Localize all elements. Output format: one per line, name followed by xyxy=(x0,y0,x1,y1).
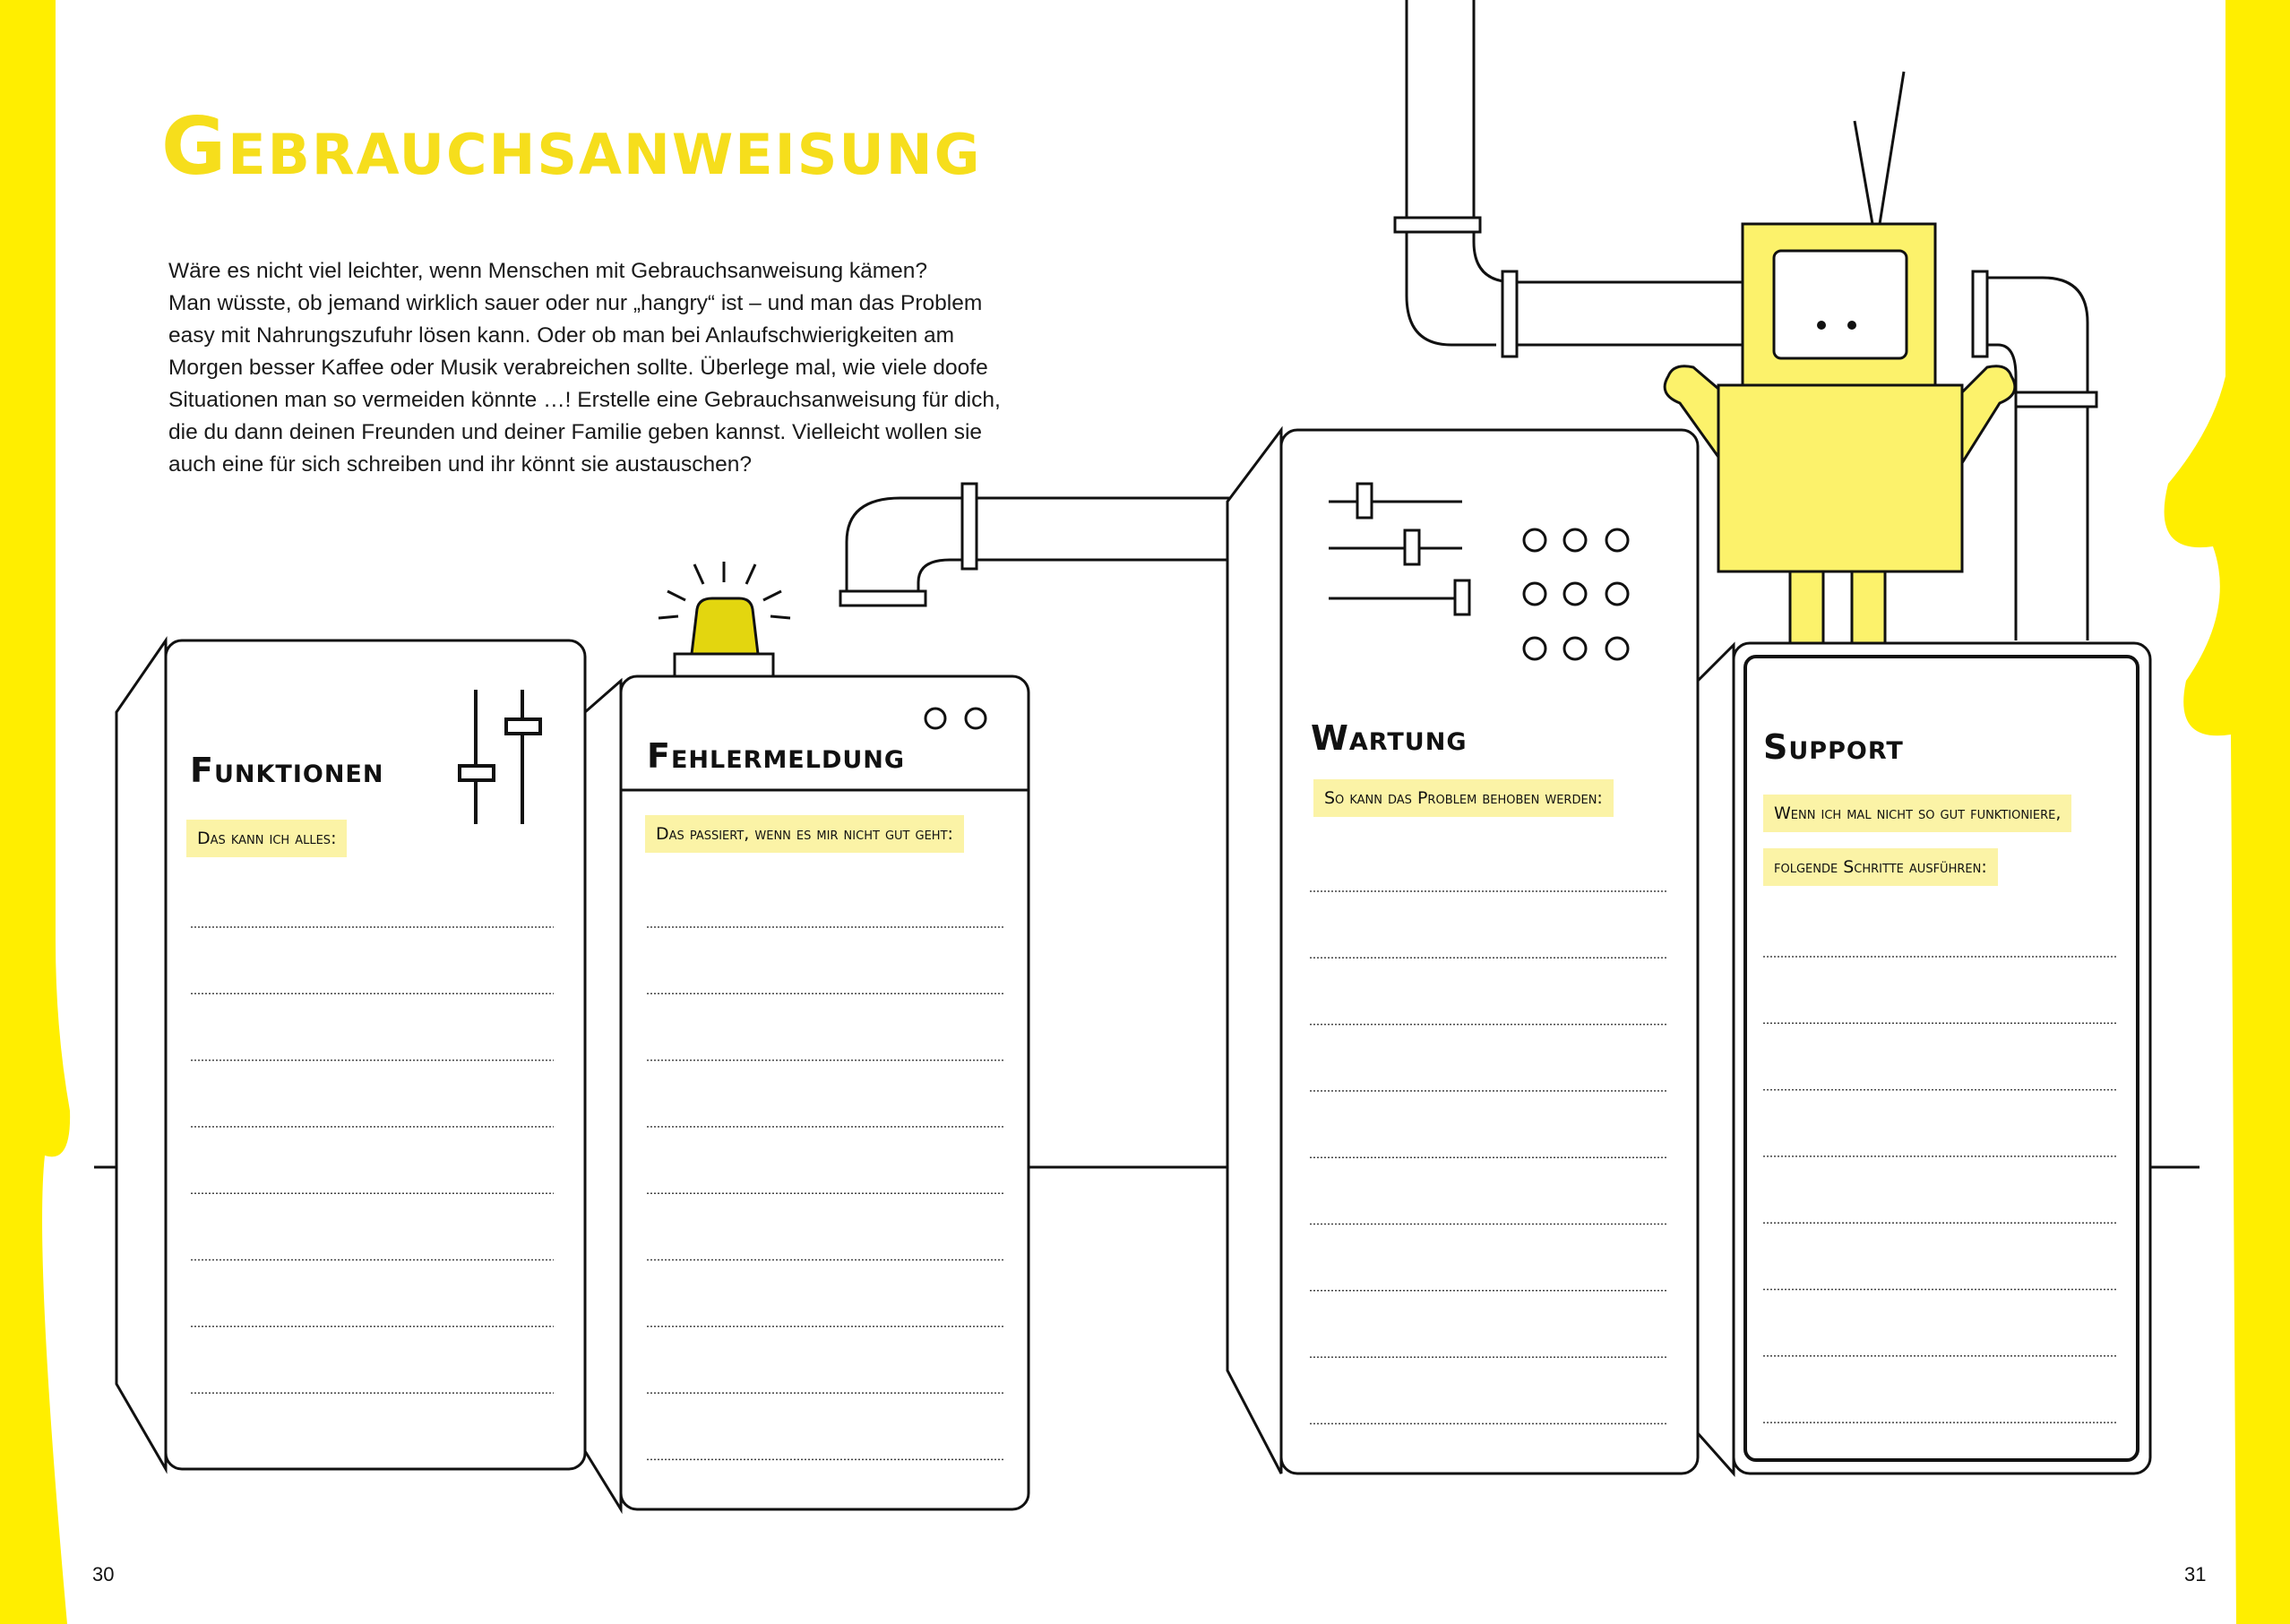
robot-body xyxy=(1717,383,1964,573)
panel-funktionen-side xyxy=(115,636,168,1474)
robot-eye xyxy=(1817,321,1826,330)
slider-knob xyxy=(458,764,495,782)
panel-fehler xyxy=(619,675,1030,1511)
robot-eye xyxy=(1847,321,1856,330)
indicator-icon xyxy=(924,707,947,730)
alarm-base xyxy=(673,652,775,678)
slider-knob xyxy=(1453,579,1471,616)
pipe-flange xyxy=(1501,270,1519,358)
panel-fehler-side xyxy=(583,677,623,1515)
prompt-wartung: So kann das Problem behoben werden: xyxy=(1313,779,1614,817)
pipe-flange xyxy=(1393,216,1482,234)
panel-heading-fehlermeldung: Fehlermeldung xyxy=(647,736,906,776)
slider-knob xyxy=(1356,482,1373,520)
intro-line: Man wüsste, ob jemand wirklich sauer ode… xyxy=(168,291,983,315)
pipe-left xyxy=(845,496,1250,600)
intro-line: Situationen man so vermeiden könnte …! E… xyxy=(168,388,1001,412)
panel-heading-funktionen: Funktionen xyxy=(190,751,384,790)
intro-text: Wäre es nicht viel leichter, wenn Mensch… xyxy=(168,255,1001,481)
page-title: Gebrauchsanweisung xyxy=(161,100,982,193)
panel-heading-support: Support xyxy=(1763,727,1904,767)
pipe-flange xyxy=(839,589,927,607)
intro-line: die du dann deinen Freunden und deiner F… xyxy=(168,420,983,444)
intro-line: easy mit Nahrungszufuhr lösen kann. Oder… xyxy=(168,323,955,348)
prompt-funktionen: Das kann ich alles: xyxy=(186,820,348,857)
robot-leg xyxy=(1788,570,1825,645)
prompt-support-line2: folgende Schritte ausführen: xyxy=(1763,848,1998,886)
prompt-fehlermeldung: Das passiert, wenn es mir nicht gut geht… xyxy=(645,815,964,853)
right-yellow-drip xyxy=(2164,0,2290,1624)
robot-illustration xyxy=(1663,71,2017,645)
alarm-light-icon xyxy=(690,597,760,656)
robot-right-arm xyxy=(1959,365,2017,471)
left-yellow-drip xyxy=(0,0,71,1624)
robot-screen xyxy=(1772,249,1908,360)
intro-line: auch eine für sich schreiben und ihr kön… xyxy=(168,452,753,477)
prompt-support-line1: Wenn ich mal nicht so gut funktioniere, xyxy=(1763,795,2072,832)
pipe-flange xyxy=(1971,270,1989,358)
robot-leg xyxy=(1850,570,1887,645)
page-number-left: 30 xyxy=(92,1563,115,1585)
panel-support-inner xyxy=(1743,655,2139,1462)
panel-wartung-side xyxy=(1226,425,1283,1474)
panel-support-side xyxy=(1696,641,1735,1477)
slider-knob xyxy=(1403,528,1421,566)
indicator-icon xyxy=(964,707,987,730)
pipe-flange xyxy=(960,482,978,571)
panel-wartung xyxy=(1279,428,1700,1475)
panel-heading-wartung: Wartung xyxy=(1311,718,1468,758)
intro-line: Morgen besser Kaffee oder Musik verabrei… xyxy=(168,356,988,380)
intro-line: Wäre es nicht viel leichter, wenn Mensch… xyxy=(168,259,928,283)
slider-knob xyxy=(504,717,542,735)
pipe-flange xyxy=(2014,391,2098,408)
page-number-right: 31 xyxy=(2184,1563,2207,1585)
pipe-right xyxy=(1405,0,2089,640)
